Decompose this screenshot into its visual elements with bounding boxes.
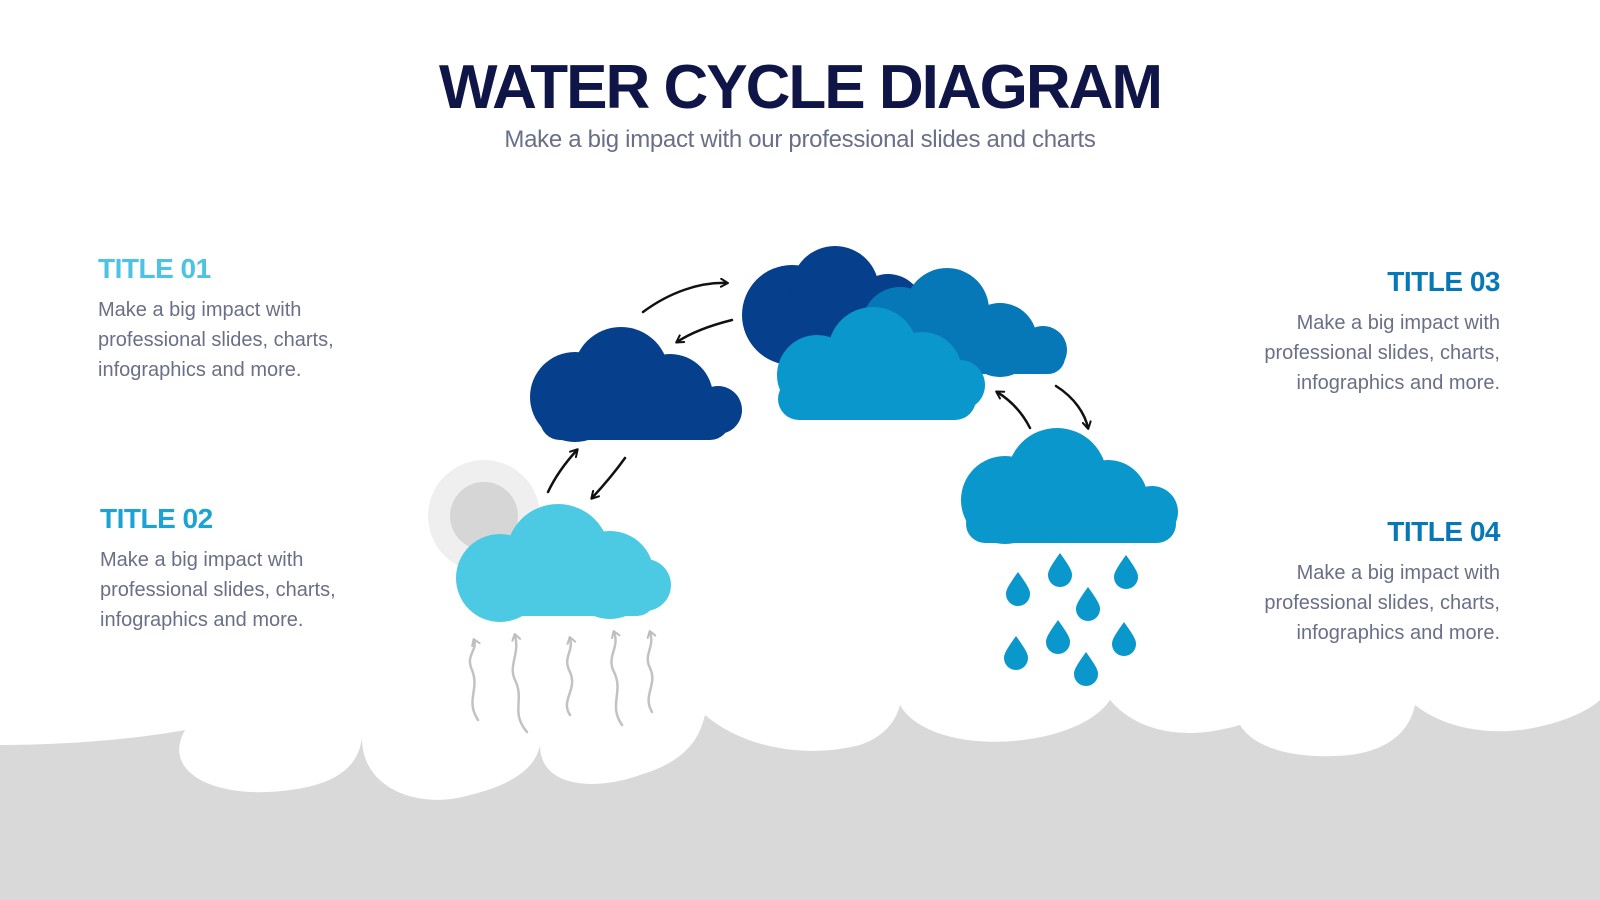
page-subtitle: Make a big impact with our professional … (504, 126, 1096, 153)
block-text-2: Make a big impact with professional slid… (100, 549, 336, 631)
block-title-1: TITLE 01 (98, 253, 211, 284)
raindrop-icon (1004, 553, 1138, 686)
cycle-arrow-icon (546, 277, 1092, 500)
block-text-4: Make a big impact with professional slid… (1264, 562, 1500, 644)
block-title-4: TITLE 04 (1387, 516, 1500, 547)
info-block-3: TITLE 03 Make a big impact with professi… (1200, 266, 1500, 398)
page-title: WATER CYCLE DIAGRAM (438, 53, 1163, 122)
info-block-2: TITLE 02 Make a big impact with professi… (100, 503, 400, 635)
block-title-2: TITLE 02 (100, 503, 213, 534)
cloud-icon (456, 504, 671, 622)
block-text-1: Make a big impact with professional slid… (98, 299, 334, 381)
cloud-icon (777, 307, 985, 420)
cloud-icon (862, 268, 1067, 377)
info-block-4: TITLE 04 Make a big impact with professi… (1200, 516, 1500, 648)
info-block-1: TITLE 01 Make a big impact with professi… (98, 253, 398, 385)
ground-wave (0, 700, 1600, 900)
evaporation-icon (468, 630, 657, 734)
block-text-3: Make a big impact with professional slid… (1264, 312, 1500, 394)
block-title-3: TITLE 03 (1387, 266, 1500, 297)
cloud-icon (961, 428, 1178, 544)
cloud-icon (530, 327, 742, 442)
